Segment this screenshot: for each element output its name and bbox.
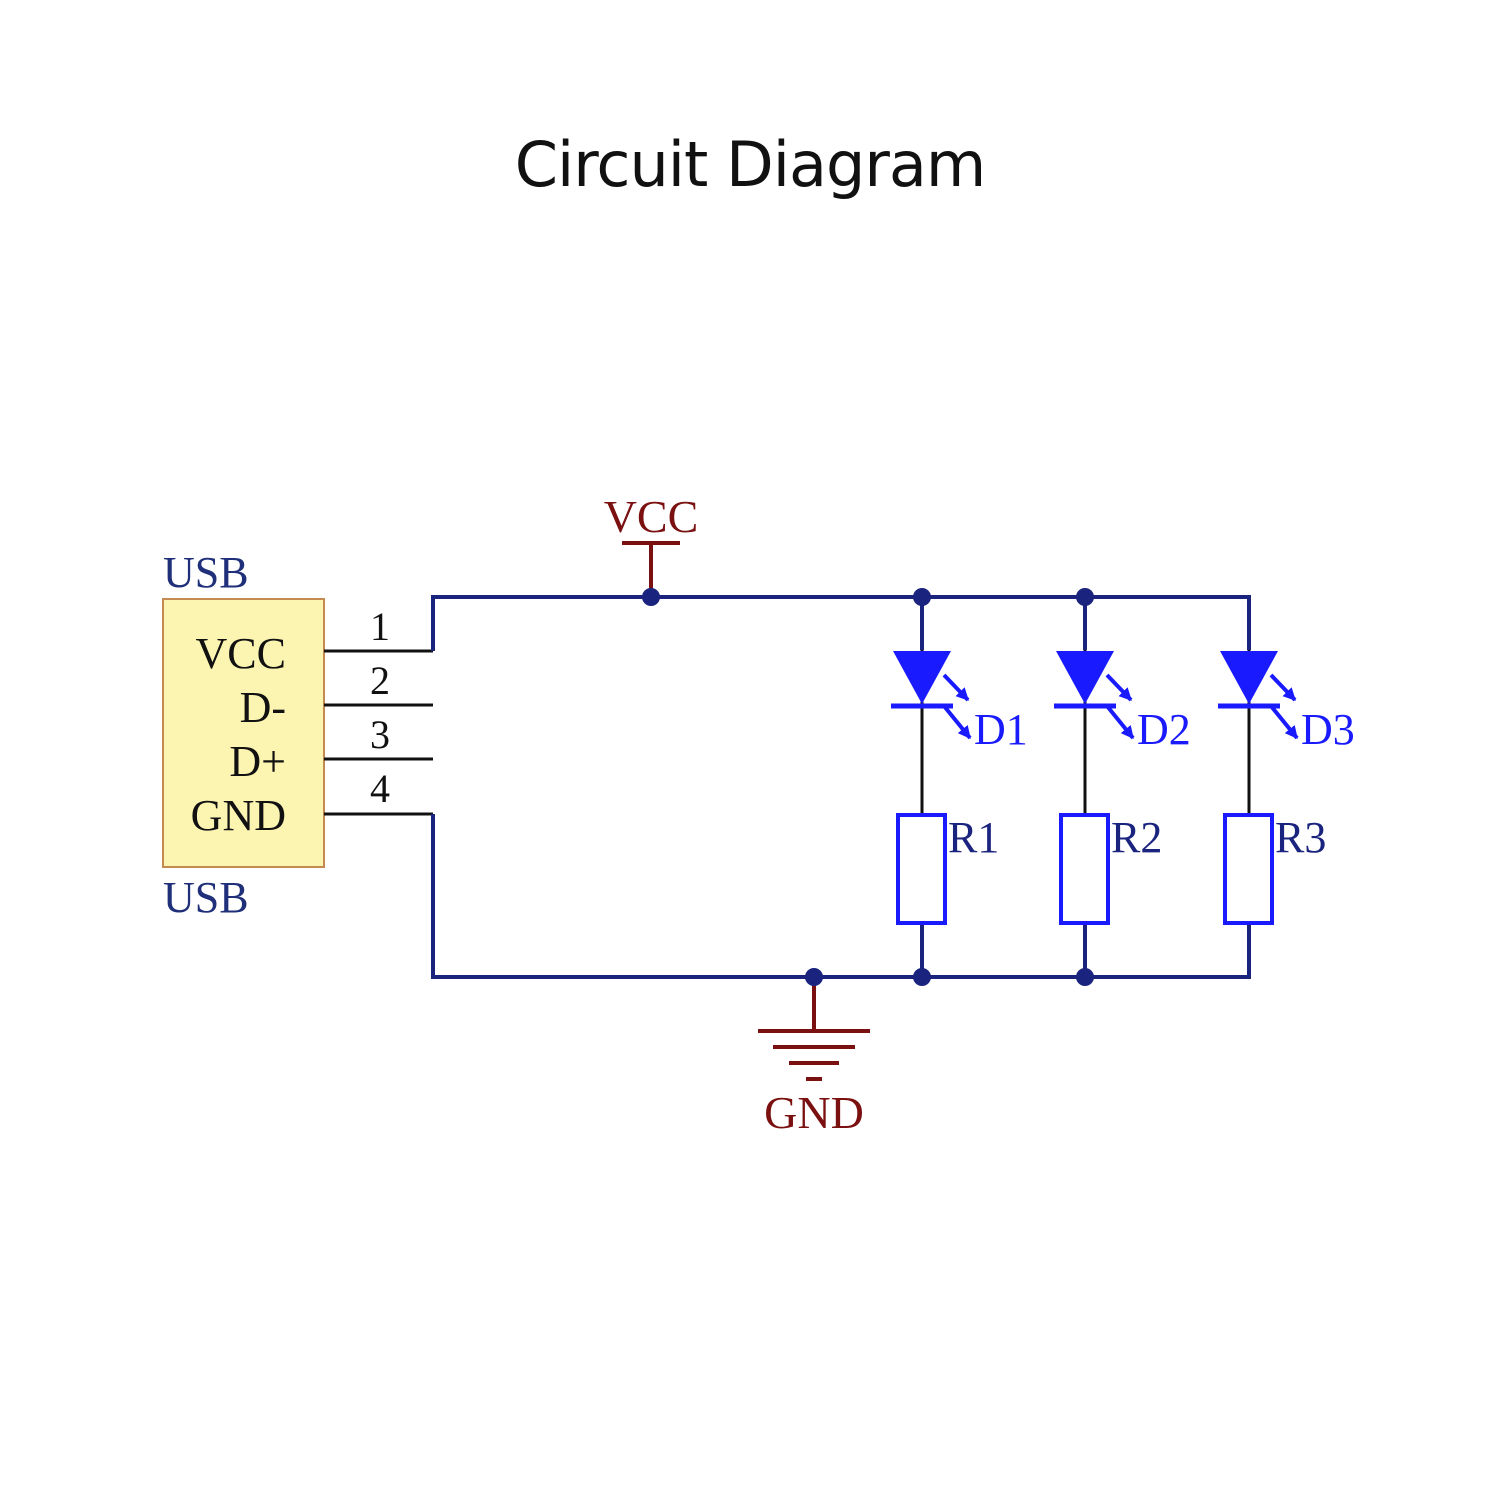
pin-name-dplus: D+ (229, 737, 286, 786)
vcc-rail-wire (431, 595, 1251, 651)
resistor-label-r1: R1 (948, 813, 999, 862)
led-label-d2: D2 (1137, 705, 1191, 754)
usb-label-bottom: USB (163, 873, 249, 922)
usb-connector: USB USB VCC D- D+ GND 1 2 3 4 (162, 548, 433, 922)
gnd-rail-wire (431, 814, 1251, 979)
pin-number-4: 4 (370, 766, 390, 811)
junction-dot (913, 588, 931, 606)
led-label-d3: D3 (1301, 705, 1355, 754)
junction-dot (913, 968, 931, 986)
led-label-d1: D1 (974, 705, 1028, 754)
pin-name-vcc: VCC (196, 629, 286, 678)
resistor-r3: R3 (1223, 813, 1326, 925)
led-d2: D2 (1054, 650, 1191, 815)
pin-number-1: 1 (370, 604, 390, 649)
resistor-label-r3: R3 (1275, 813, 1326, 862)
led-diode-icon (1054, 650, 1135, 815)
ground-symbol-icon: GND (758, 977, 870, 1138)
vcc-label: VCC (604, 491, 699, 542)
resistor-r1: R1 (896, 813, 999, 925)
resistor-icon (896, 813, 947, 925)
gnd-label: GND (764, 1087, 864, 1138)
pin-number-2: 2 (370, 658, 390, 703)
diagram-title: Circuit Diagram (514, 128, 986, 201)
junction-dot (805, 968, 823, 986)
usb-connector-body (162, 598, 325, 868)
vcc-power-symbol-icon: VCC (604, 491, 699, 597)
led-diode-icon (1218, 650, 1299, 815)
junction-dot (1076, 588, 1094, 606)
resistor-r2: R2 (1059, 813, 1162, 925)
pin-name-gnd: GND (191, 791, 286, 840)
junctions (642, 588, 1094, 986)
usb-label-top: USB (163, 548, 249, 597)
junction-dot (642, 588, 660, 606)
resistor-label-r2: R2 (1111, 813, 1162, 862)
resistor-icon (1059, 813, 1110, 925)
junction-dot (1076, 968, 1094, 986)
led-d3: D3 (1218, 650, 1355, 815)
pin-number-3: 3 (370, 712, 390, 757)
wires (431, 595, 1251, 979)
led-diode-icon (891, 650, 972, 815)
pin-name-dminus: D- (240, 683, 286, 732)
resistor-icon (1223, 813, 1274, 925)
led-d1: D1 (891, 650, 1028, 815)
